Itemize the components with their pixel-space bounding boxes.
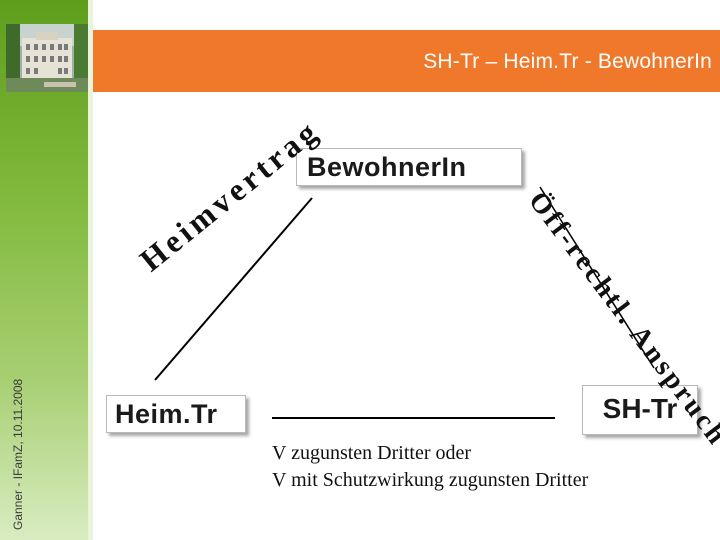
node-bewohnerin: BewohnerIn xyxy=(296,148,522,186)
node-heim-tr: Heim.Tr xyxy=(106,395,246,433)
bottom-note: V zugunsten Dritter oder V mit Schutzwir… xyxy=(272,440,588,494)
bottom-note-line-2: V mit Schutzwirkung zugunsten Dritter xyxy=(272,467,588,494)
bottom-note-line-1: V zugunsten Dritter oder xyxy=(272,440,588,467)
